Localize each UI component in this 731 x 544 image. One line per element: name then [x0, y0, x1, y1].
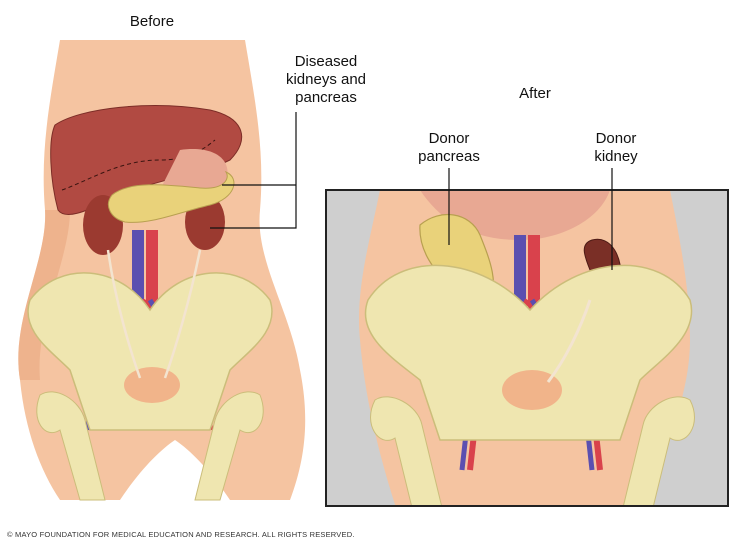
donor-kidney-label: Donor kidney: [576, 130, 656, 166]
before-title: Before: [112, 13, 192, 31]
diseased-organs-label: Diseased kidneys and pancreas: [276, 53, 376, 107]
before-bladder: [124, 367, 180, 403]
copyright-notice: © MAYO FOUNDATION FOR MEDICAL EDUCATION …: [7, 530, 355, 539]
after-panel: [326, 168, 728, 520]
before-figure: [18, 40, 305, 500]
after-title: After: [505, 85, 565, 103]
donor-pancreas-label: Donor pancreas: [404, 130, 494, 166]
